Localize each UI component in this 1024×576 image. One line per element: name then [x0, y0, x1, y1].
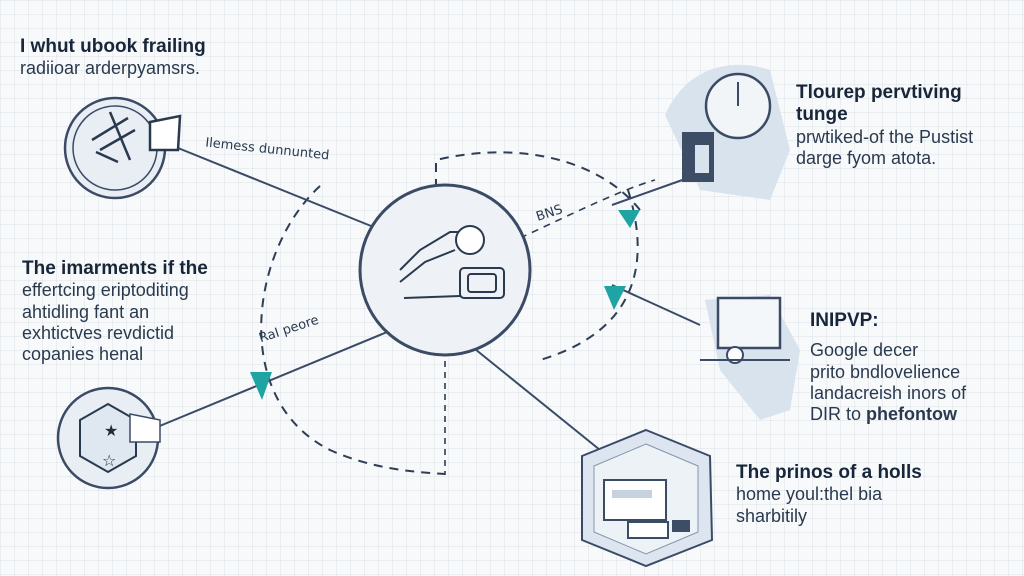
text-block-top-left: I whut ubook frailing radiioar arderpyam… — [20, 36, 250, 80]
block-line-bold: phefontow — [866, 404, 957, 425]
block-title: The prinos of a holls — [736, 462, 922, 483]
text-block-top-right: Tlourep pervtiving tunge prwtiked-of the… — [796, 82, 1018, 169]
block-title: The imarments if the — [22, 258, 208, 279]
connector-top-right — [611, 177, 689, 206]
dashed-link-ne — [519, 179, 656, 239]
block-line: prito bndlovelience — [810, 361, 961, 382]
block-line: copanies henal — [22, 344, 144, 365]
text-block-bottom-right: The prinos of a holls home youl:thel bia… — [736, 462, 966, 527]
block-line: sharbitily — [736, 505, 808, 526]
svg-text:☆: ☆ — [102, 451, 116, 470]
dashed-arc-left — [260, 185, 446, 475]
arrow-marker-left — [250, 372, 272, 400]
block-title: INIPVP: — [810, 310, 879, 331]
bottom-left-node: ★ ☆ — [56, 386, 161, 490]
block-line: landacreish inors of — [810, 382, 967, 403]
block-line: exhtictves revdictid — [22, 322, 175, 343]
arrow-marker-right — [604, 286, 626, 310]
arrow-marker-top-right — [618, 210, 640, 228]
text-block-middle-right: INIPVP: Google decer prito bndlovelience… — [810, 310, 1015, 425]
pencil-drafting-icon — [91, 111, 182, 164]
block-line-plain: DIR to — [810, 404, 867, 425]
robot-arm-icon — [399, 225, 505, 299]
star-badge-icon: ★ ☆ — [102, 421, 118, 470]
middle-right-node — [700, 295, 800, 420]
block-line: ahtidling fant an — [22, 301, 150, 322]
top-left-node — [63, 96, 182, 200]
laptop-icon — [603, 479, 690, 539]
block-line-last: DIR to phefontow — [810, 404, 1015, 425]
block-title: I whut ubook frailing — [20, 36, 206, 57]
block-line: Google decer — [810, 340, 919, 361]
dashed-arc-right — [539, 189, 639, 361]
connector-top-left — [177, 147, 377, 229]
top-right-node — [665, 64, 790, 201]
block-line: darge fyom atota. — [796, 148, 937, 169]
block-line: effertcing eriptoditing — [22, 280, 189, 301]
text-block-middle-left: The imarments if the effertcing eriptodi… — [22, 258, 262, 365]
block-line: radiioar arderpyamsrs. — [20, 58, 201, 79]
bottom-right-node — [581, 428, 714, 568]
monitor-icon — [716, 296, 782, 350]
svg-text:★: ★ — [104, 421, 118, 440]
block-line: prwtiked-of the Pustist — [796, 126, 974, 147]
connector-middle-right — [611, 284, 701, 326]
connector-bottom-right — [469, 344, 601, 451]
center-node — [358, 183, 532, 357]
connector-bottom-left — [149, 329, 393, 431]
block-title: Tlourep pervtiving tunge — [796, 82, 962, 126]
block-line: home youl:thel bia — [736, 484, 883, 505]
